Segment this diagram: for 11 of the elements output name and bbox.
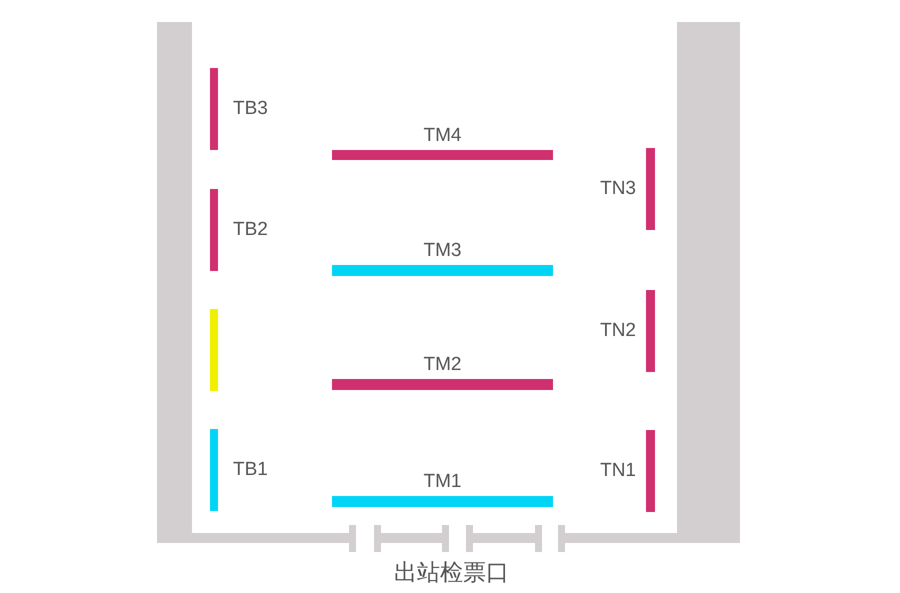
- exit-gate-label: 出站检票口: [394, 558, 509, 586]
- platform-label: TN2: [600, 320, 636, 342]
- platform-label: TB1: [233, 459, 268, 481]
- platform-label: TN1: [600, 460, 636, 482]
- platform-label: TM1: [422, 471, 462, 493]
- platform-label: TN3: [600, 178, 636, 200]
- platform-label: TM3: [422, 240, 462, 262]
- platform-label: TB2: [233, 219, 268, 241]
- platform-label: TM2: [422, 354, 462, 376]
- platform-label: TM4: [422, 125, 462, 147]
- platform-label: TB3: [233, 98, 268, 120]
